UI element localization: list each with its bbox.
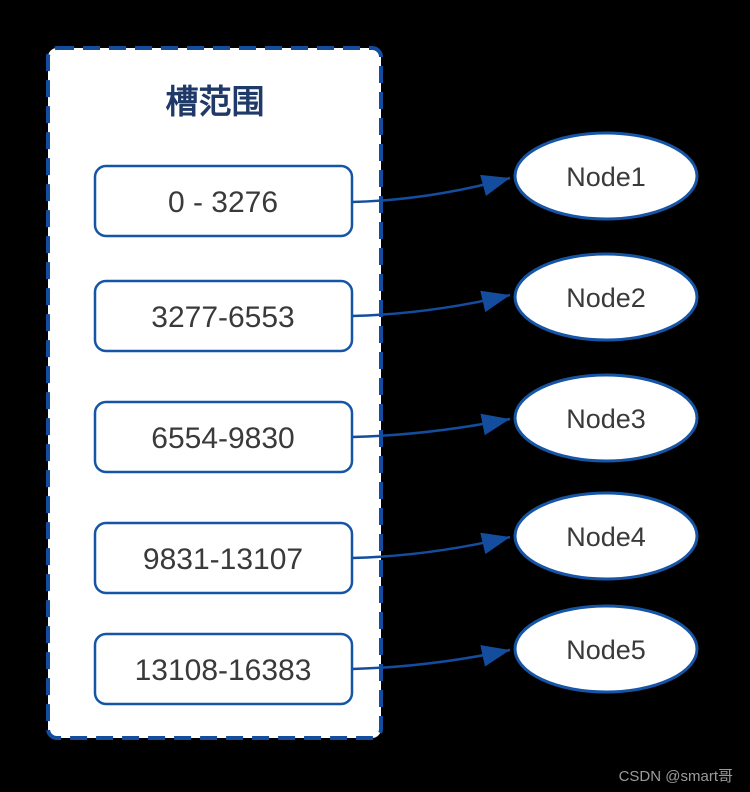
slot-range-label-1: 0 - 3276 bbox=[168, 186, 278, 219]
node-ellipse-2 bbox=[513, 252, 699, 342]
node-label-3: Node3 bbox=[566, 404, 646, 434]
watermark-text: CSDN @smart哥 bbox=[619, 768, 733, 785]
connector-arrow-5 bbox=[351, 645, 511, 671]
connector-arrow-2 bbox=[351, 290, 511, 318]
connector-arrow-3 bbox=[351, 413, 511, 439]
slot-range-box-3 bbox=[93, 400, 354, 474]
slot-range-box-4 bbox=[93, 521, 354, 595]
node-label-1: Node1 bbox=[566, 162, 646, 192]
slot-range-box-5 bbox=[93, 632, 354, 706]
slot-range-label-4: 9831-13107 bbox=[143, 543, 303, 576]
slot-range-label-5: 13108-16383 bbox=[135, 654, 312, 687]
node-ellipse-3 bbox=[513, 373, 699, 463]
node-ellipse-5 bbox=[513, 604, 699, 694]
node-label-4: Node4 bbox=[566, 522, 646, 552]
slot-range-label-2: 3277-6553 bbox=[151, 301, 294, 334]
panel-title: 槽范围 bbox=[166, 83, 265, 120]
node-ellipse-4 bbox=[513, 491, 699, 581]
node-label-2: Node2 bbox=[566, 283, 646, 313]
connector-arrow-1 bbox=[351, 174, 511, 204]
slot-range-label-3: 6554-9830 bbox=[151, 422, 294, 455]
node-label-5: Node5 bbox=[566, 635, 646, 665]
slot-range-box-2 bbox=[93, 279, 354, 353]
node-ellipse-1 bbox=[513, 131, 699, 221]
slot-range-box-1 bbox=[93, 164, 354, 238]
connector-arrow-4 bbox=[351, 532, 511, 560]
